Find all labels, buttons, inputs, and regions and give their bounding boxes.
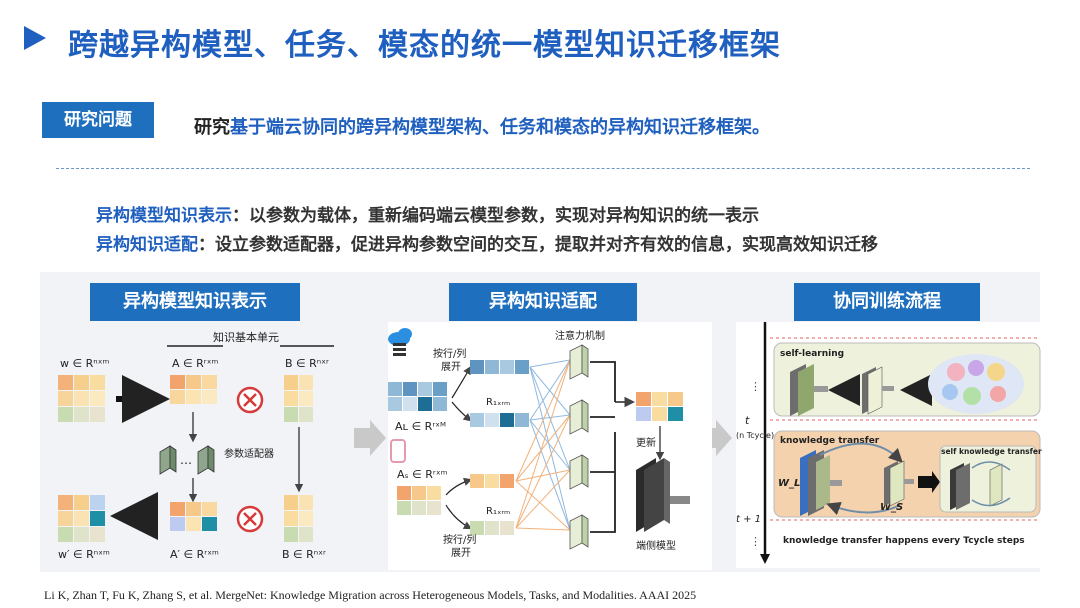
a-prime-matrix [170,502,217,531]
edge-model-icon [636,458,690,532]
attention-connections [515,359,571,531]
unit-label: 知识基本单元 [213,330,279,344]
self-learning-label: self-learning [780,349,844,359]
t-label: t [745,414,750,427]
self-kt-model-icon [950,461,1011,510]
knowledge-transfer-label: knowledge transfer [780,436,880,446]
attention-blocks [569,344,589,550]
r-top-row2 [470,413,529,427]
large-model-transfer-icon [800,450,842,516]
update-label: 更新 [636,436,656,449]
adaptation-panel: 按行/列 展开 注意力机制 Aʟ ∈ Rʳˣᴹ R₁ₓᵣₘ Aₛ ∈ Rʳˣᵐ [388,322,712,570]
expand-top-line1: 按行/列 [433,347,466,360]
w-label: w ∈ Rⁿˣᵐ [60,357,109,370]
r-top-row [470,360,529,374]
b-matrix-bottom [284,495,313,542]
al-label: Aʟ ∈ Rʳˣᴹ [395,420,446,433]
representation-panel: 知识基本单元 w ∈ Rⁿˣᵐ A ∈ Rʳˣᵐ B ∈ Rⁿˣʳ [58,330,334,561]
r-bottom-row2 [470,521,514,535]
svg-text:⋮: ⋮ [750,380,761,393]
cloud-icon [388,328,412,356]
b-label-bottom: B ∈ Rⁿˣʳ [282,548,326,561]
b-matrix [284,375,313,422]
data-cluster-icon [928,354,1024,414]
expand-bottom-line2: 展开 [451,547,471,559]
svg-text:…: … [180,453,192,467]
a-label: A ∈ Rʳˣᵐ [172,357,218,370]
b-label: B ∈ Rⁿˣʳ [285,357,329,370]
edge-model-label: 端侧模型 [636,539,676,552]
a-matrix [170,375,217,404]
svg-text:⋮: ⋮ [750,535,761,548]
r-bottom-row [470,474,514,488]
section-divider [56,168,1030,169]
w-prime-label: w′ ∈ Rⁿˣᵐ [58,548,110,561]
question-highlight: 基于端云协同的跨异构模型架构、任务和模态的异构知识迁移框架。 [230,117,770,138]
phone-icon [390,439,406,463]
as-matrix [397,486,441,515]
point-text: ：以参数为载体，重新编码端云模型参数，实现对异构知识的统一表示 [232,206,759,226]
adapter-label: 参数适配器 [224,447,274,460]
research-question-tag: 研究问题 [42,102,154,138]
wl-label: W_L [778,478,800,489]
point-text: ：设立参数适配器，促进异构参数空间的交互，提取并对齐有效的信息，实现高效知识迁移 [198,235,878,255]
expand-top-line2: 展开 [441,361,461,373]
chevron-right-icon [354,420,386,456]
attention-label: 注意力机制 [555,329,605,342]
a-prime-label: A′ ∈ Rʳˣᵐ [170,548,219,561]
training-footer: knowledge transfer happens every Tcycle … [783,536,1025,546]
small-model-icon [862,366,894,415]
self-kt-label: self knowledge transfer [941,447,1042,456]
result-matrix [636,392,683,421]
adapter-icon: … [159,445,215,475]
ws-label: W_S [880,502,903,513]
al-matrix [388,382,447,411]
page-title: 跨越异构模型、任务、模态的统一模型知识迁移框架 [68,28,781,63]
w-prime-matrix [58,495,105,542]
point-key: 异构知识适配 [96,235,198,255]
training-panel: ⋮ ⋮ self-learning t (n Tcycle) knowledge… [736,322,1046,568]
point-key: 异构模型知识表示 [96,206,232,226]
point-representation: 异构模型知识表示：以参数为载体，重新编码端云模型参数，实现对异构知识的统一表示 [96,201,759,226]
header-representation: 异构模型知识表示 [90,283,300,321]
research-question: 研究基于端云协同的跨异构模型架构、任务和模态的异构知识迁移框架。 [194,113,770,139]
as-label: Aₛ ∈ Rʳˣᵐ [397,468,448,481]
title-arrow-icon [24,26,46,50]
header-training: 协同训练流程 [794,283,980,321]
r-top-label: R₁ₓᵣₘ [486,397,510,408]
citation: Li K, Zhan T, Fu K, Zhang S, et al. Merg… [44,588,697,602]
small-model-transfer-icon [884,460,914,507]
nt-label: (n Tcycle) [736,431,774,440]
r-bottom-label: R₁ₓᵣₘ [486,506,510,517]
large-model-icon [790,364,828,416]
w-matrix [58,375,105,422]
question-prefix: 研究 [194,117,230,138]
header-adaptation: 异构知识适配 [449,283,637,321]
t1-label: t + 1 [736,514,761,525]
point-adaptation: 异构知识适配：设立参数适配器，促进异构参数空间的交互，提取并对齐有效的信息，实现… [96,230,878,255]
expand-bottom-line1: 按行/列 [443,533,476,546]
